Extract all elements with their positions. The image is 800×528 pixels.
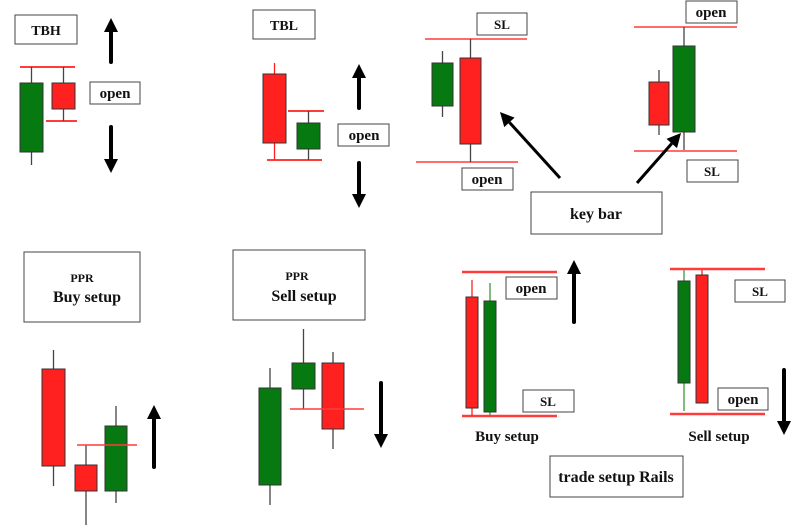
rails-sell-sl-label: SL xyxy=(752,284,768,299)
rails-sell-caption: Sell setup xyxy=(688,429,749,445)
ppr-buy-title-small: PPR xyxy=(70,271,94,285)
rails-label-box xyxy=(549,455,684,498)
rails-buy-candle-2-body xyxy=(483,300,497,413)
tbl-candle-2-body xyxy=(296,122,321,150)
keybar-right-candle-1-body xyxy=(648,81,670,126)
rails-sell-open-box xyxy=(717,387,769,411)
keybar-left-open-box xyxy=(461,167,514,191)
keybar-right-open-label: open xyxy=(696,5,728,21)
keybar-right-sl-box xyxy=(686,159,739,183)
tbl-panel: TBL open xyxy=(252,9,390,147)
ppr-sell-candle-2-body xyxy=(291,362,316,390)
tbh-open-box xyxy=(89,81,141,105)
rails-buy-sl-label: SL xyxy=(540,394,556,409)
rails-sell-candle-2-body xyxy=(695,274,709,404)
ppr-sell-title-box xyxy=(232,249,366,321)
rails-buy-candle-1-body xyxy=(465,296,479,409)
rails-buy-open-label: open xyxy=(516,281,548,297)
ppr-sell-candle-3-body xyxy=(321,362,345,430)
tbh-down-arrow-icon-head xyxy=(104,159,118,173)
ppr-buy-candle-1-body xyxy=(41,368,66,467)
tbl-open-box xyxy=(337,123,390,147)
rails-sell-down-arrow-icon-head xyxy=(777,421,791,435)
ppr-buy-title-large: Buy setup xyxy=(53,289,121,306)
keybar-left-sl-label: SL xyxy=(494,17,510,32)
tbh-up-arrow-icon-head xyxy=(104,18,118,32)
tbh-panel: TBH open xyxy=(14,14,141,105)
tbl-title-box xyxy=(252,9,316,40)
ppr-buy-candle-2-body xyxy=(74,464,98,492)
keybar-right-candle-2-body xyxy=(672,45,696,133)
rails-label: trade setup Rails xyxy=(558,469,674,486)
key-bar-label: key bar xyxy=(570,206,622,223)
keybar-right-pointer-arrow-icon-shaft xyxy=(635,142,673,184)
tbh-open-label: open xyxy=(100,86,132,102)
ppr-buy-candle-3-body xyxy=(104,425,128,492)
ppr-sell-candle-1-body xyxy=(258,387,282,486)
ppr-buy-up-arrow-icon-head xyxy=(147,405,161,419)
ppr-buy-panel: PPR Buy setup xyxy=(23,251,141,323)
ppr-sell-title-small: PPR xyxy=(285,269,309,283)
tbh-title: TBH xyxy=(31,24,61,39)
keybar-right-open-box xyxy=(685,0,738,24)
keybar-left-pointer-arrow-icon-shaft xyxy=(508,121,562,180)
rails-sell-open-label: open xyxy=(728,392,760,408)
keybar-right-sl-label: SL xyxy=(704,164,720,179)
tbl-title: TBL xyxy=(270,19,298,34)
keybar-left-open-label: open xyxy=(472,172,504,188)
keybar-left-pointer-arrow-icon-head xyxy=(500,112,515,128)
keybar-left-candle-2-body xyxy=(459,57,482,145)
tbl-down-arrow-icon-head xyxy=(352,194,366,208)
tbh-candle-1-body xyxy=(19,82,44,153)
keybar-right-pointer-arrow-icon-head xyxy=(666,133,681,149)
tbh-title-box xyxy=(14,14,78,45)
tbl-up-arrow-icon-head xyxy=(352,64,366,78)
ppr-sell-title-large: Sell setup xyxy=(271,288,336,305)
rails-sell-sl-box xyxy=(734,279,786,303)
rails-sell-candle-1-body xyxy=(677,280,691,384)
rails-buy-caption: Buy setup xyxy=(475,429,539,445)
ppr-buy-title-box xyxy=(23,251,141,323)
tbl-open-label: open xyxy=(349,128,381,144)
ppr-sell-panel: PPR Sell setup xyxy=(232,249,366,321)
rails-buy-sl-box xyxy=(522,389,575,413)
keybar-left-candle-1-body xyxy=(431,62,454,107)
key-bar-label-box xyxy=(530,191,663,235)
key-bar-panel: SL open open SL key bar xyxy=(461,0,739,235)
tbl-candle-1-body xyxy=(262,73,287,144)
ppr-sell-down-arrow-icon-head xyxy=(374,434,388,448)
keybar-left-sl-box xyxy=(476,12,528,36)
rails-buy-open-box xyxy=(505,276,558,300)
rails-panel: open SL Buy setup SL open Sell setup tra… xyxy=(475,276,786,498)
tbh-candle-2-body xyxy=(51,82,76,110)
rails-buy-up-arrow-icon-head xyxy=(567,260,581,274)
